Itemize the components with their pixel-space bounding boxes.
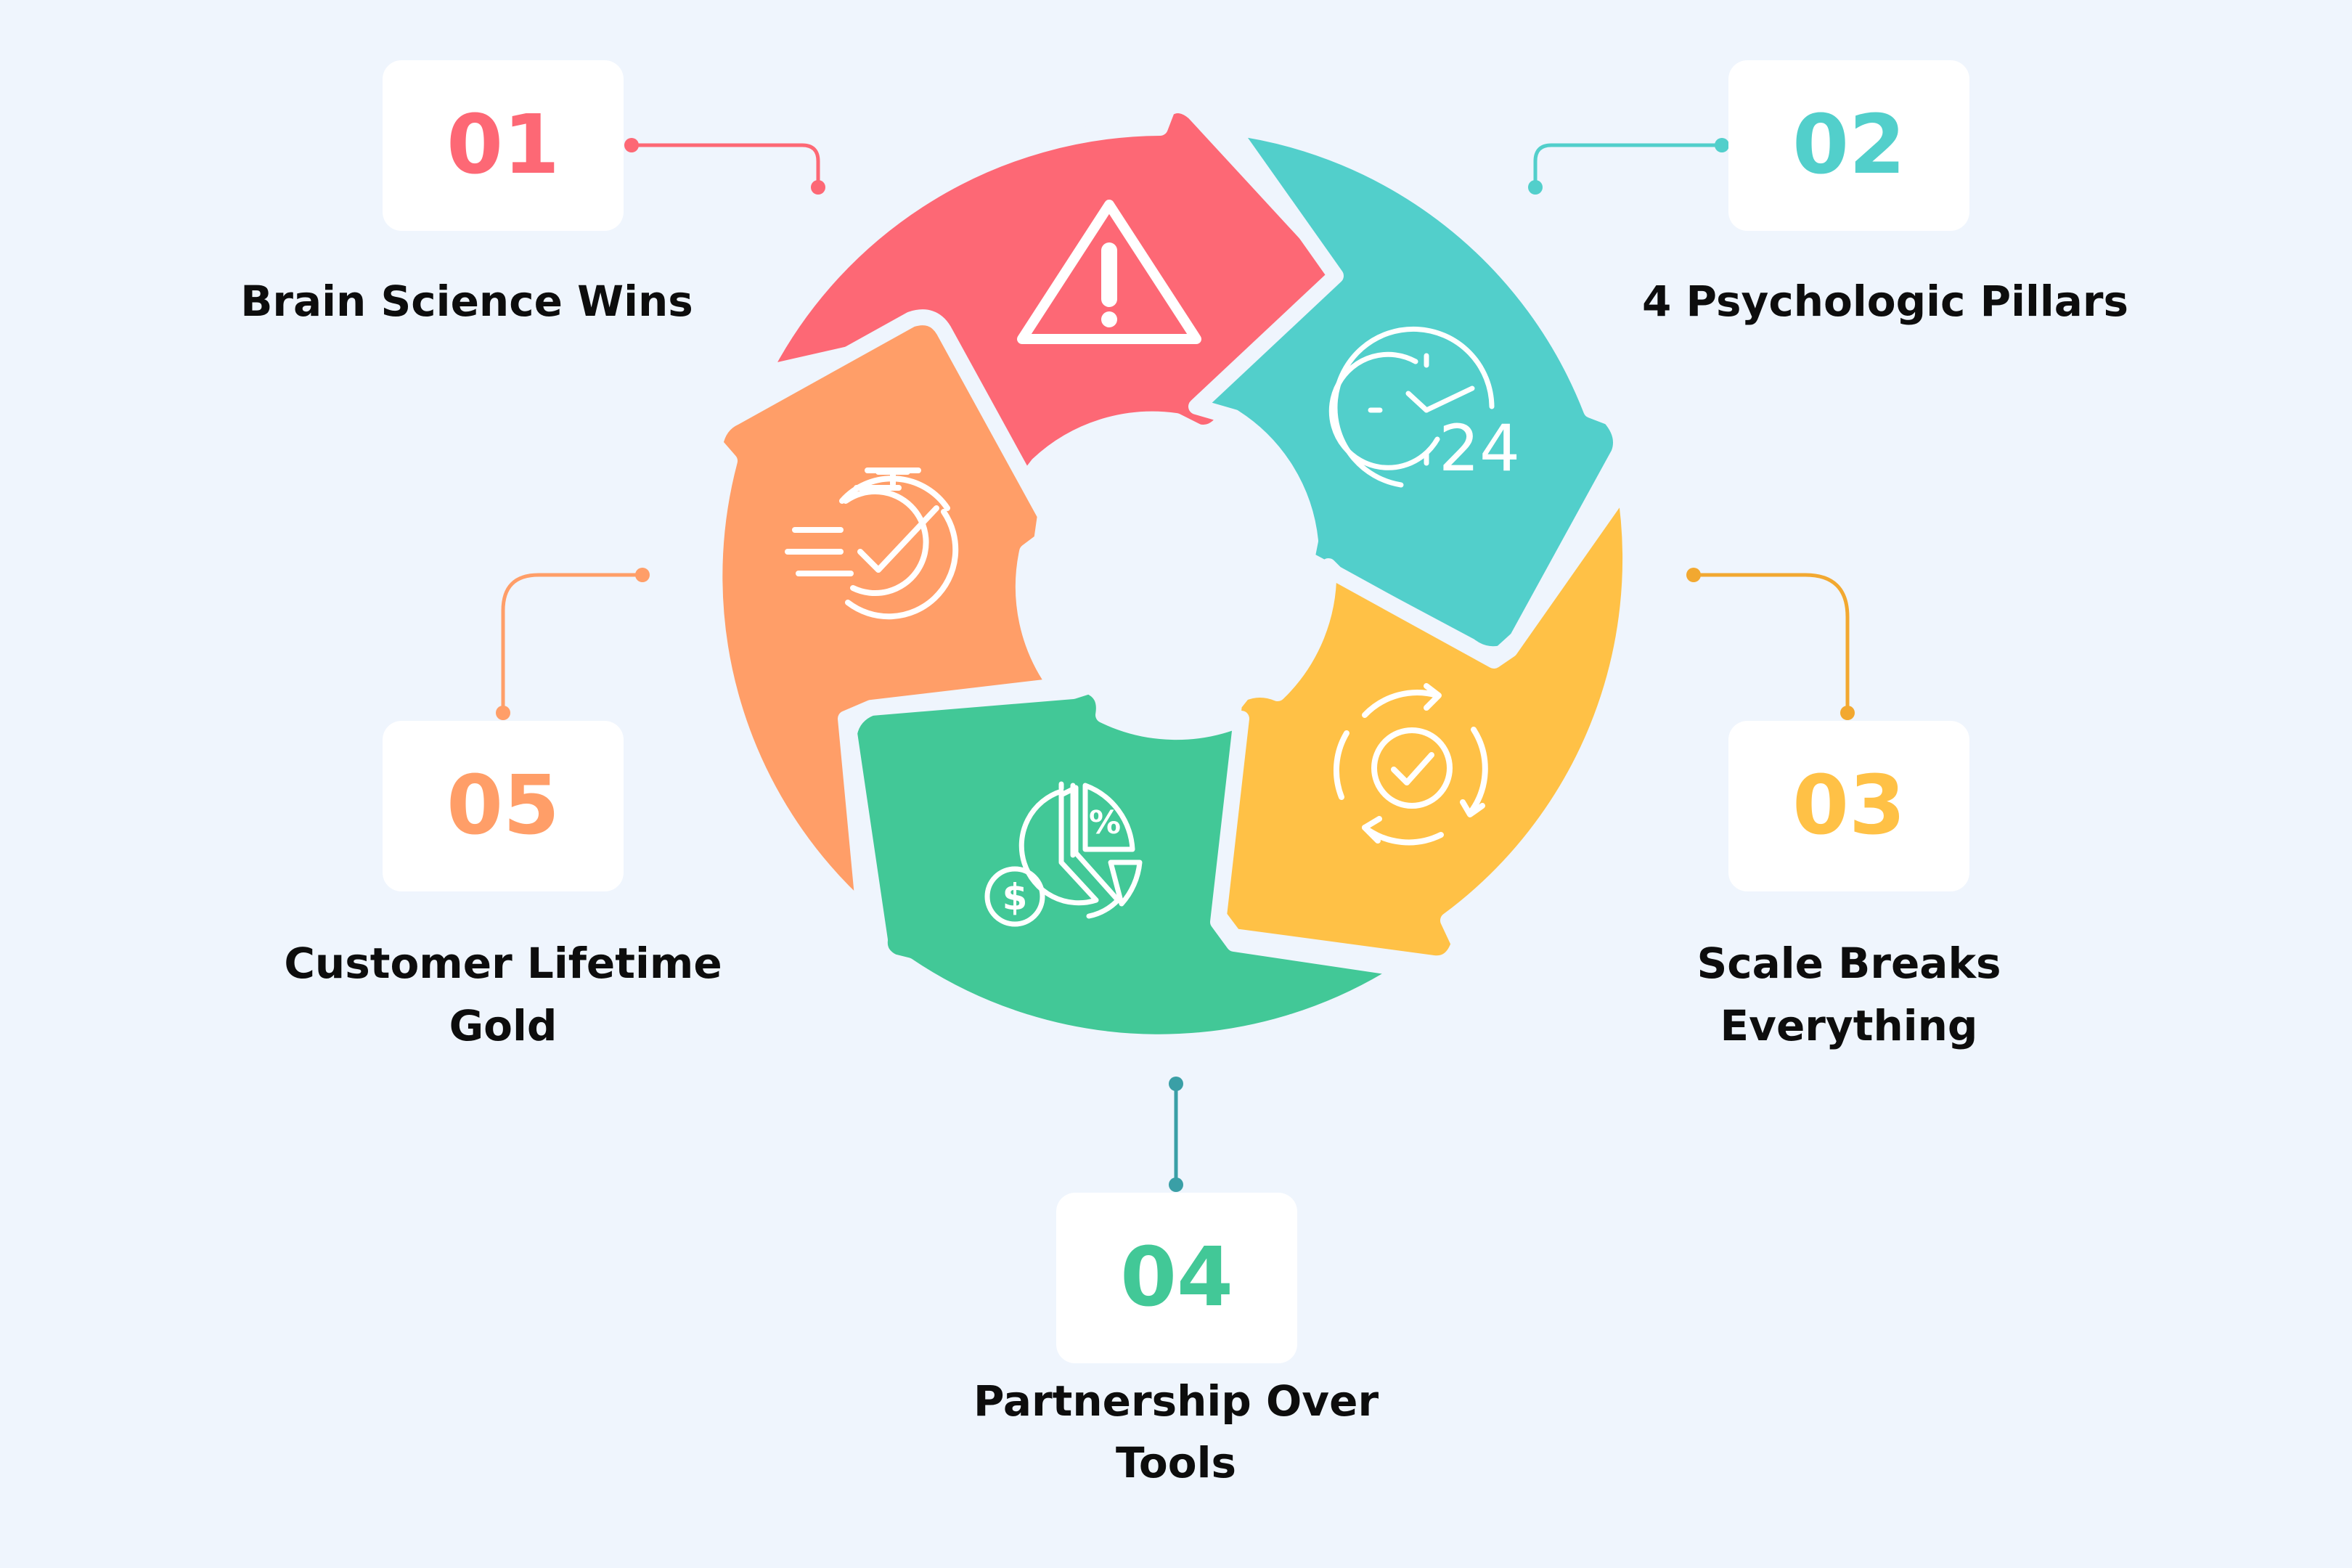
step-number-04: 04 [1120,1230,1233,1325]
segment-02 [1188,119,1629,663]
step-number-01: 01 [446,98,560,192]
warning-icon [1017,200,1201,344]
connector-05 [496,568,650,720]
step-card-03: 03 [1728,721,1969,891]
connector-02 [1528,138,1729,195]
step-card-04: 04 [1056,1193,1297,1363]
step-card-05: 05 [383,721,624,891]
step-number-05: 05 [446,759,560,853]
step-label-04-line2: Tools [1116,1438,1236,1487]
segment-03 [1204,478,1639,972]
step-label-03-line1: Scale Breaks [1696,939,2001,988]
fast-timer-icon [785,467,959,620]
connector-03 [1686,568,1855,720]
clock-24-label: 24 [1439,411,1520,486]
step-label-02: 4 Psychologic Pillars [1642,277,2128,326]
step-label-03-line2: Everything [1720,1001,1978,1050]
step-number-02: 02 [1792,98,1906,192]
connector-04 [1169,1077,1183,1192]
pie-chart-dollar-icon: % $ [984,781,1143,927]
percent-symbol: % [1089,804,1121,841]
step-label-04-line1: Partnership Over [973,1376,1379,1426]
step-card-02: 02 [1728,60,1969,231]
cycle-check-icon [1334,683,1488,846]
clock-24-icon: 24 [1328,326,1520,488]
dollar-symbol: $ [1003,876,1028,918]
connector-01 [624,138,825,195]
step-card-01: 01 [383,60,624,231]
step-label-05-line2: Gold [449,1001,558,1050]
step-label-01: Brain Science Wins [240,277,693,326]
step-number-03: 03 [1792,759,1906,853]
step-label-05-line1: Customer Lifetime [284,939,722,988]
